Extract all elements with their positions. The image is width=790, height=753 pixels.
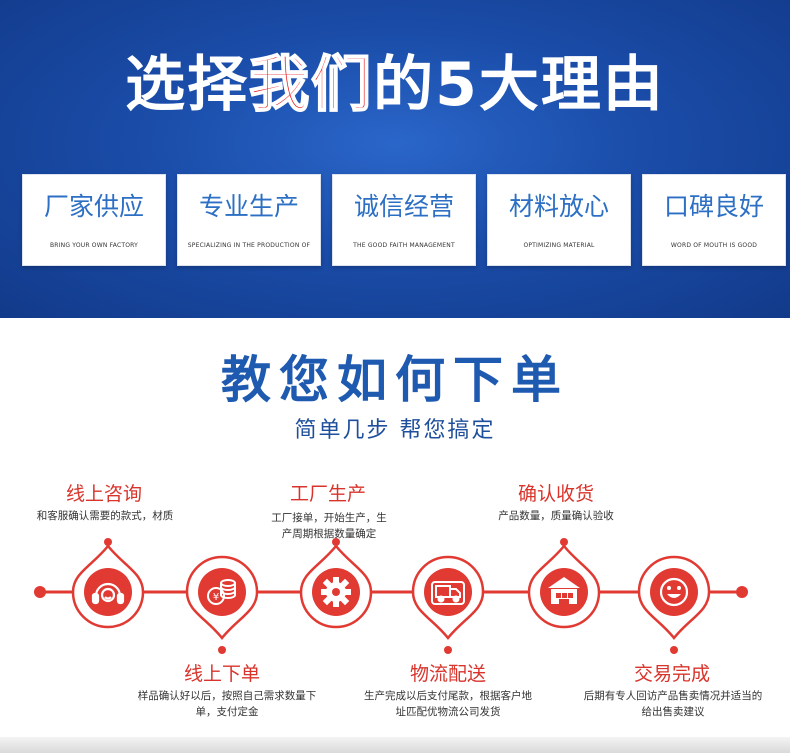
coins-icon: ¥ [207,579,236,605]
reason-card-title: 诚信经营 [353,192,454,221]
truck-icon [431,581,465,605]
footer-strip [0,737,790,753]
reason-card-subtitle: THE GOOD FAITH MANAGEMENT [353,242,455,249]
order-title: 教您如何下单 [221,351,569,409]
reason-card-title: 厂家供应 [43,192,144,221]
step-node-complete [637,555,711,640]
step-node-consult [71,544,145,629]
step-title-complete: 交易完成 [633,663,710,685]
reason-card-title: 口碑良好 [663,192,764,221]
reason-card-professional: 专业生产 SPECIALIZING IN THE PRODUCTION OF [177,174,321,266]
reason-card-subtitle: WORD OF MOUTH IS GOOD [670,242,758,249]
step-desc-ship: 生产完成以后支付尾款，根据客户地址匹配优物流公司发货 [364,690,532,718]
order-subtitle: 简单几步 帮您搞定 [294,418,496,443]
reason-cards: 厂家供应 BRING YOUR OWN FACTORY 专业生产 SPECIAL… [0,174,790,268]
reason-card-subtitle: OPTIMIZING MATERIAL [523,242,595,249]
reason-card-subtitle: BRING YOUR OWN FACTORY [49,242,138,249]
step-title-produce: 工厂生产 [289,483,366,505]
warehouse-icon [548,577,580,604]
step-title-ship: 物流配送 [409,663,486,685]
step-desc-order: 样品确认好以后，按照自己需求数量下单，支付定金 [137,690,317,718]
order-timeline: ¥ [34,538,748,654]
reason-card-reputation: 口碑良好 WORD OF MOUTH IS GOOD [642,174,786,266]
step-title-consult: 线上咨询 [65,483,142,505]
smiley-icon [659,577,689,607]
reason-card-title: 材料放心 [508,192,609,221]
step-desc-complete: 后期有专人回访产品售卖情况并适当的给出售卖建议 [583,690,763,718]
step-node-ship [411,555,485,640]
step-node-order: ¥ [185,555,259,640]
step-title-order: 线上下单 [183,663,260,685]
step-desc-produce: 工厂接单，开始生产，生产周期根据数量确定 [271,512,387,540]
step-desc-receive: 产品数量，质量确认验收 [498,510,614,522]
reason-card-subtitle: SPECIALIZING IN THE PRODUCTION OF [187,242,311,249]
reason-card-integrity: 诚信经营 THE GOOD FAITH MANAGEMENT [332,174,476,266]
timeline-start-dot [34,586,46,598]
step-node-receive [527,544,601,629]
reason-card-title: 专业生产 [198,192,299,221]
reason-card-factory: 厂家供应 BRING YOUR OWN FACTORY [22,174,166,266]
step-desc-consult: 和客服确认需要的款式，材质 [36,510,174,522]
reasons-banner: 选择我们的5大理由 厂家供应 BRING YOUR OWN FACTORY 专业… [0,0,790,318]
step-node-produce [299,544,373,629]
reason-card-material: 材料放心 OPTIMIZING MATERIAL [487,174,631,266]
reasons-title-highlight: 我们 [248,49,374,121]
reasons-title: 选择我们的5大理由 [0,48,790,122]
gear-icon [321,577,351,607]
svg-text:¥: ¥ [213,592,219,603]
reasons-title-part3: 的5大理由 [373,50,665,120]
timeline-end-dot [736,586,748,598]
reasons-title-part1: 选择 [125,50,250,120]
headset-icon [91,582,125,605]
step-title-receive: 确认收货 [517,483,594,505]
